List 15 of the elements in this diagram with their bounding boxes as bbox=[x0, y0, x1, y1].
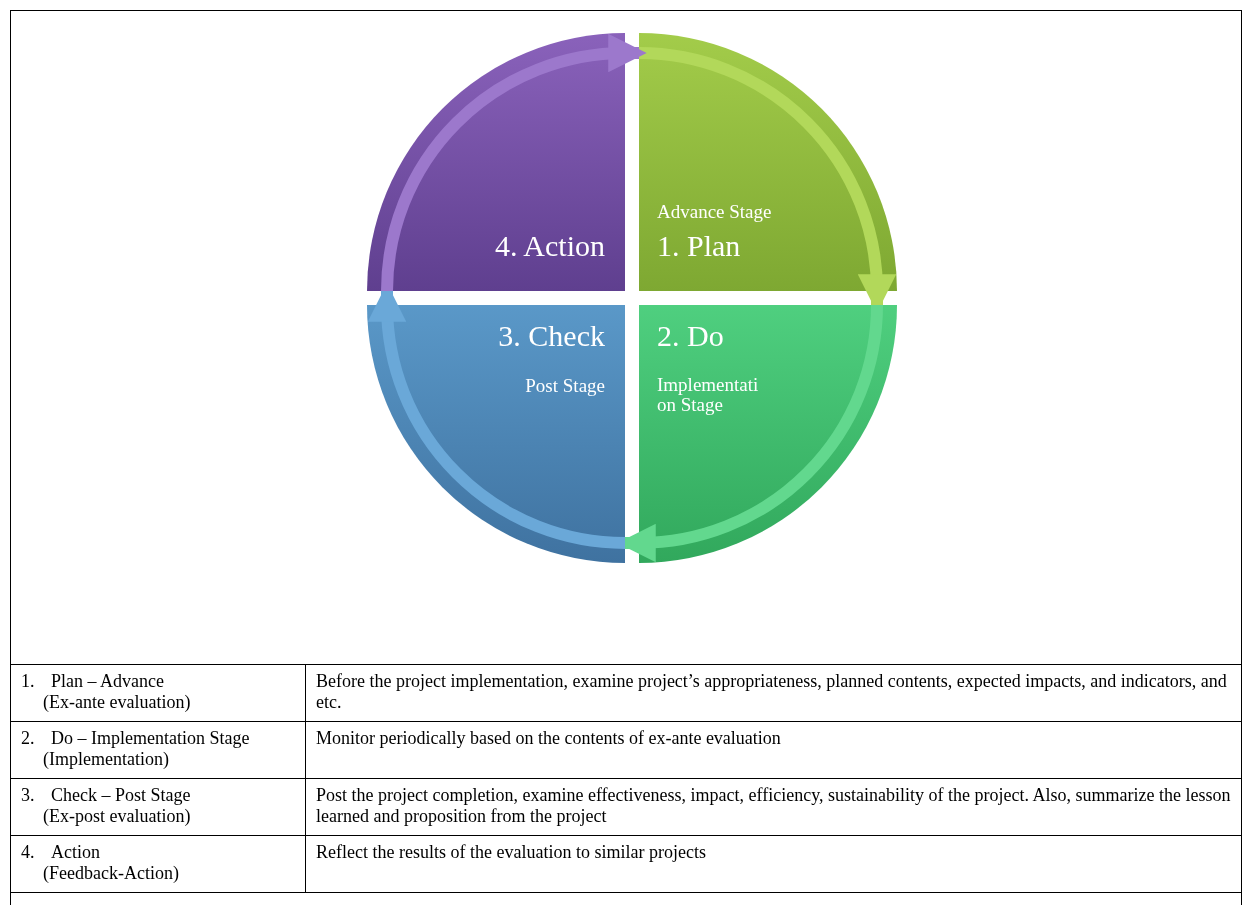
stage-title: 2. Do bbox=[657, 319, 724, 353]
stage-description: Before the project implementation, examine project’s appropriateness, planned contents, expected impacts, and indicators, and etc. bbox=[305, 664, 1242, 722]
stage-subtitle: Post Stage bbox=[525, 375, 605, 397]
stage-name: 4. Action (Feedback-Action) bbox=[10, 835, 306, 893]
stage-title: 3. Check bbox=[498, 319, 605, 353]
stage-name: 2. Do – Implementation Stage (Implementation) bbox=[10, 721, 306, 779]
stage-name: 3. Check – Post Stage (Ex-post evaluation) bbox=[10, 778, 306, 836]
stage-description: Post the project completion, examine effectiveness, impact, efficiency, sustainability of the project. Also, summarize the lesson learned and proposition from the project bbox=[305, 778, 1242, 836]
stage-title: 1. Plan bbox=[657, 229, 741, 263]
stage-subtitle: Advance Stage bbox=[657, 201, 772, 223]
stage-description: Reflect the results of the evaluation to similar projects bbox=[305, 835, 1242, 893]
stage-subtitle: Implementati on Stage bbox=[657, 375, 760, 415]
stage-name: 1. Plan – Advance (Ex-ante evaluation) bbox=[10, 664, 306, 722]
stage-title: 4. Action bbox=[495, 229, 605, 263]
stage-description: Monitor periodically based on the contents of ex-ante evaluation bbox=[305, 721, 1242, 779]
